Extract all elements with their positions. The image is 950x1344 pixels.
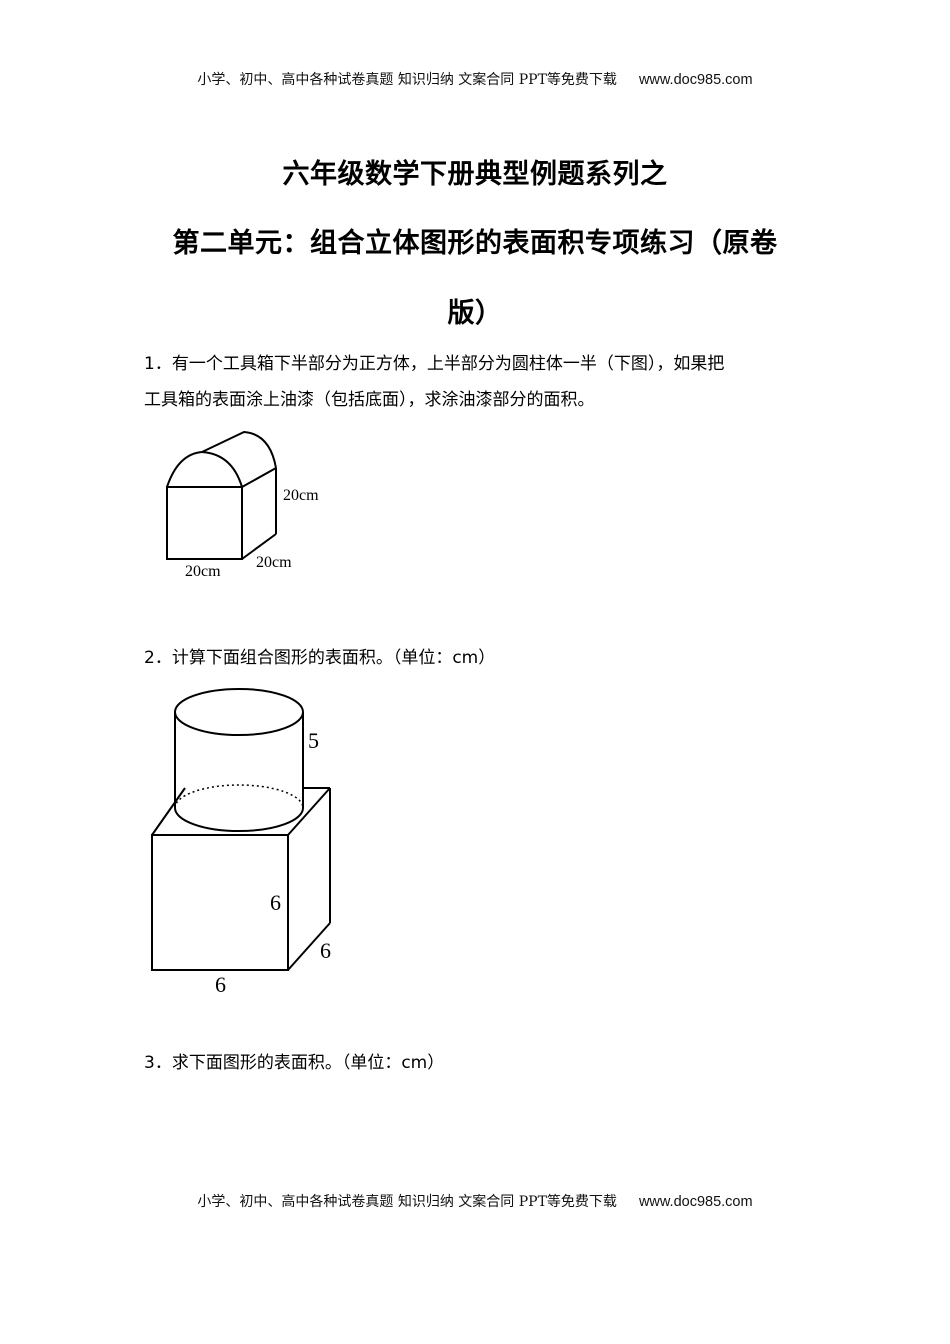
footer-url[interactable]: www.doc985.com	[638, 1194, 753, 1210]
toolbox-height-label: 20cm	[283, 487, 319, 504]
header-url[interactable]: www.doc985.com	[638, 72, 753, 88]
question-3: 3．求下面图形的表面积。（单位：cm）	[144, 1045, 444, 1081]
page-header: 小学、初中、高中各种试卷真题 知识归纳 文案合同 PPT等免费下载 www.doc…	[0, 69, 950, 89]
cylinder-height-label: 5	[308, 728, 319, 753]
toolbox-figure: 20cm 20cm 20cm	[166, 430, 319, 580]
page-footer: 小学、初中、高中各种试卷真题 知识归纳 文案合同 PPT等免费下载 www.doc…	[0, 1191, 950, 1211]
cylinder-cube-figure: 5 6 6 6	[151, 688, 331, 997]
title-line-2: 第二单元：组合立体图形的表面积专项练习（原卷	[172, 228, 778, 259]
question-3-line-1: 3．求下面图形的表面积。（单位：cm）	[144, 1053, 445, 1073]
question-1: 1．有一个工具箱下半部分为正方体，上半部分为圆柱体一半（下图），如果把 工具箱的…	[144, 346, 724, 418]
question-1-line-2: 工具箱的表面涂上油漆（包括底面），求涂油漆部分的面积。	[144, 390, 595, 410]
question-2-line-1: 2．计算下面组合图形的表面积。（单位：cm）	[144, 648, 496, 668]
title-line-1: 六年级数学下册典型例题系列之	[282, 159, 668, 190]
title-line-3: 版）	[447, 298, 503, 329]
toolbox-width-label: 20cm	[185, 563, 221, 580]
toolbox-depth-label: 20cm	[256, 554, 292, 571]
cube-height-label: 6	[270, 890, 281, 915]
cube-depth-label: 6	[320, 938, 331, 963]
question-1-line-1: 1．有一个工具箱下半部分为正方体，上半部分为圆柱体一半（下图），如果把	[144, 354, 725, 374]
cube-width-label: 6	[215, 972, 226, 997]
footer-text: 小学、初中、高中各种试卷真题 知识归纳 文案合同 PPT等免费下载	[197, 1194, 617, 1210]
question-2: 2．计算下面组合图形的表面积。（单位：cm）	[144, 640, 495, 676]
header-text: 小学、初中、高中各种试卷真题 知识归纳 文案合同 PPT等免费下载	[197, 72, 617, 88]
